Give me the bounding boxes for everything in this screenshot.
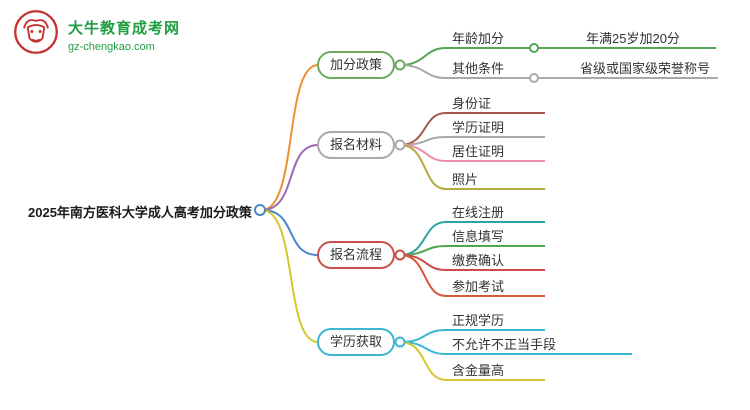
leaf-node-label: 信息填写: [452, 229, 505, 244]
branch-node-baomingcailiao: 报名材料: [329, 137, 382, 152]
child-line: [399, 136, 447, 146]
branch-line: [261, 144, 319, 211]
child-line: [399, 341, 447, 381]
bull-logo-icon: [12, 8, 60, 61]
leaf-node-label: 缴费确认: [452, 253, 505, 268]
child-line: [399, 144, 447, 162]
leaf-node-label: 在线注册: [452, 205, 505, 220]
leaf-node-label: 参加考试: [452, 279, 505, 294]
branch-node-jiafenzhengce: 加分政策: [329, 57, 382, 72]
branch-line: [261, 209, 319, 256]
child-line: [399, 329, 447, 343]
branch-connector-circle: [394, 59, 406, 71]
branch-node-capsule: [317, 51, 395, 79]
branch-line: [261, 209, 319, 343]
branch-connector-circle: [394, 336, 406, 348]
root-connector-circle: [254, 204, 266, 216]
branch-node-xuelihuoqu: 学历获取: [329, 334, 382, 349]
mindmap-root-node: 2025年南方医科大学成人高考加分政策: [28, 205, 252, 220]
site-url: gz-chengkao.com: [68, 40, 155, 53]
leaf-node-label: 学历证明: [452, 120, 505, 135]
leaf-node-label: 不允许不正当手段: [452, 337, 557, 352]
branch-node-capsule: [317, 241, 395, 269]
child-node-label: 其他条件: [452, 61, 505, 76]
leaf-node-label: 正规学历: [452, 313, 505, 328]
child-node-label: 年龄加分: [452, 31, 505, 46]
child-line: [399, 64, 447, 79]
site-logo[interactable]: 大牛教育成考网 gz-chengkao.com: [12, 8, 180, 61]
branch-line: [261, 64, 319, 211]
site-logo-text: 大牛教育成考网 gz-chengkao.com: [68, 17, 180, 53]
leaf-node-label: 照片: [452, 172, 479, 187]
site-name: 大牛教育成考网: [68, 19, 181, 37]
child-line: [399, 144, 447, 190]
child-line: [399, 47, 447, 66]
child-line: [399, 254, 447, 297]
leaf-node-label: 年满25岁加20分: [586, 31, 680, 46]
child-line: [399, 112, 447, 146]
leaf-node-label: 省级或国家级荣誉称号: [580, 61, 711, 76]
leaf-node-label: 居住证明: [452, 144, 505, 159]
child-line: [399, 254, 447, 271]
leaf-node-label: 身份证: [452, 96, 492, 111]
child-connector-circle: [529, 73, 539, 83]
child-connector-circle: [529, 43, 539, 53]
leaf-node-label: 含金量高: [452, 363, 505, 378]
branch-node-baomingliucheng: 报名流程: [329, 247, 382, 262]
branch-node-capsule: [317, 131, 395, 159]
branch-node-capsule: [317, 328, 395, 356]
branch-connector-circle: [394, 249, 406, 261]
child-line: [399, 221, 447, 256]
branch-connector-circle: [394, 139, 406, 151]
